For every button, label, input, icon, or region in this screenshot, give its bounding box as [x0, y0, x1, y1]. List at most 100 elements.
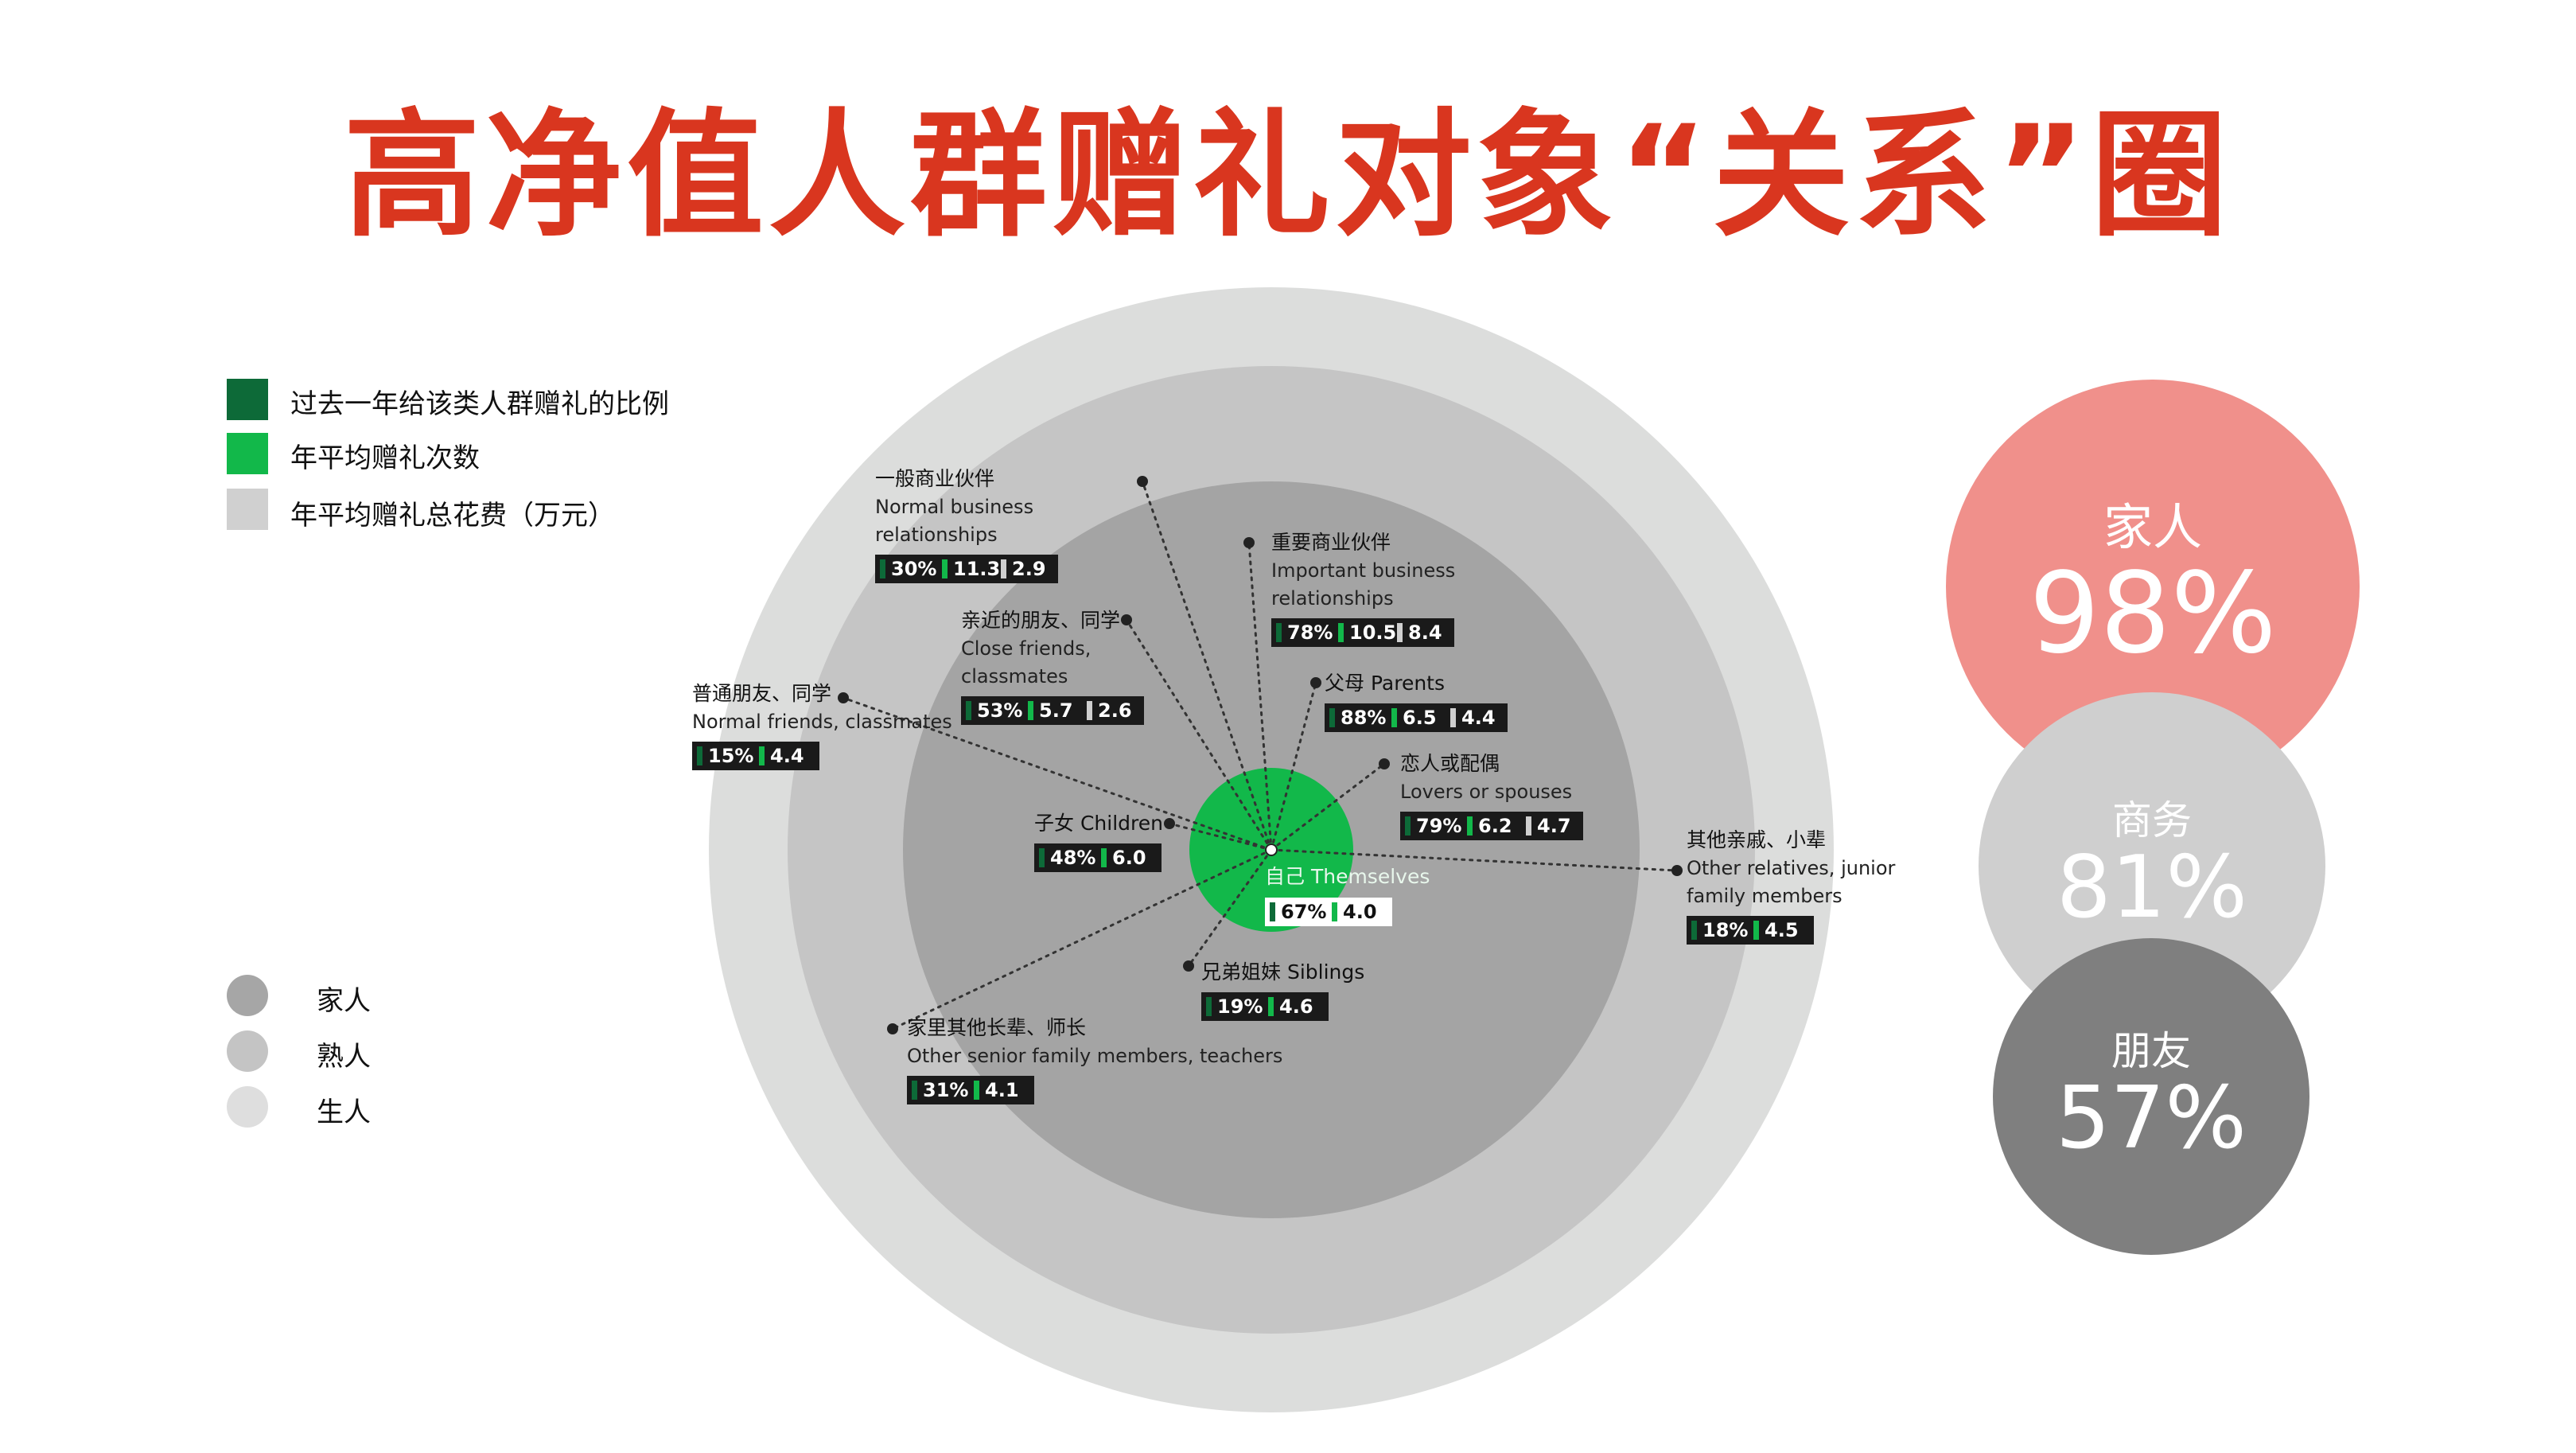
node-dot: [1121, 614, 1132, 625]
badge-swatch: [1028, 701, 1033, 720]
node-badge: 31% 4.1: [907, 1076, 1034, 1104]
legend-swatch-spend: [227, 489, 268, 530]
badge-value: 4.1: [985, 1079, 1019, 1101]
connector-line: [1141, 480, 1273, 851]
connector-line: [1270, 762, 1386, 851]
badge-value: 4.0: [1343, 901, 1377, 923]
badge-value: 4.5: [1765, 919, 1799, 941]
node-label-en: Lovers or spouses: [1400, 781, 1572, 803]
badge-value: 67%: [1281, 901, 1326, 923]
node-dot: [887, 1023, 898, 1034]
badge-swatch: [1332, 902, 1337, 921]
node-label-en: Close friends,: [961, 637, 1091, 660]
node-label-cn: 普通朋友、同学: [692, 682, 831, 705]
badge-value: 78%: [1287, 621, 1333, 644]
center-self-group: 自己 Themselves 67% 4.0: [1265, 865, 1430, 926]
connector-line: [891, 848, 1273, 1030]
badge-swatch: [1338, 623, 1344, 642]
connector-line: [1168, 822, 1273, 851]
node-badge: 19%4.6: [1201, 992, 1329, 1021]
badge-swatch: [1276, 623, 1282, 642]
badge-value: 4.6: [1279, 995, 1313, 1018]
group-value-family: 98%: [2029, 548, 2277, 679]
node-dot: [1310, 677, 1321, 688]
group-value-friends: 57%: [2055, 1068, 2247, 1168]
node-badge: 48% 6.0: [1034, 843, 1162, 872]
badge-bg: [1271, 618, 1454, 647]
badge-swatch: [1270, 902, 1275, 921]
badge-swatch: [1206, 997, 1212, 1016]
badge-value: 53%: [977, 699, 1022, 722]
badge-value: 6.0: [1112, 847, 1146, 869]
node-label-cn: 一般商业伙伴: [875, 467, 994, 490]
node-label-cn: 子女 Children: [1034, 812, 1163, 835]
badge-swatch: [1101, 848, 1107, 867]
badge-value: 2.9: [1012, 558, 1046, 580]
legend-label-ratio: 过去一年给该类人群赠礼的比例: [290, 388, 669, 420]
node-dot: [1137, 476, 1148, 487]
node-label-en: relationships: [875, 524, 998, 546]
node-dot: [838, 692, 849, 703]
badge-value: 4.4: [1461, 707, 1496, 729]
group-label-business: 商务: [2112, 797, 2192, 843]
badge-swatch: [912, 1081, 917, 1100]
legend-label-family: 家人: [317, 985, 371, 1017]
badge-swatch: [1526, 816, 1531, 836]
badge-bg: [1687, 916, 1814, 945]
badge-value: 11.3: [953, 558, 1000, 580]
center-self-badge: 67% 4.0: [1265, 898, 1392, 926]
badge-swatch: [697, 746, 702, 765]
badge-value: 15%: [708, 745, 753, 767]
node-dot: [1671, 865, 1683, 876]
node-label-cn: 父母 Parents: [1325, 672, 1445, 695]
badge-bg: [907, 1076, 1034, 1104]
node-dot: [1164, 818, 1175, 829]
badge-value: 31%: [923, 1079, 968, 1101]
node-label-en: classmates: [961, 665, 1068, 688]
node-label-en: Other relatives, junior: [1687, 857, 1896, 879]
legend-label-spend: 年平均赠礼总花费（万元）: [290, 500, 615, 532]
badge-value: 48%: [1050, 847, 1095, 869]
node-badge: 18% 4.5: [1687, 916, 1814, 945]
badge-bg: [875, 555, 1058, 583]
badge-swatch: [1329, 708, 1335, 727]
badge-swatch: [880, 559, 885, 578]
node-label-en: Normal friends, classmates: [692, 711, 952, 733]
legend-swatch-ratio: [227, 379, 268, 420]
badge-swatch: [974, 1081, 979, 1100]
badge-bg: [1400, 812, 1583, 840]
badge-swatch: [942, 559, 948, 578]
badge-value: 18%: [1702, 919, 1748, 941]
node-label-en: family members: [1687, 885, 1843, 907]
center-dot: [1265, 843, 1278, 856]
badge-bg: [1265, 898, 1392, 926]
badge-swatch: [1001, 559, 1006, 578]
node-dot: [1183, 960, 1194, 972]
badge-swatch: [1405, 816, 1411, 836]
group-label-friends: 朋友: [2111, 1027, 2191, 1074]
badge-swatch: [1691, 921, 1697, 940]
legend-label-acquaintance: 熟人: [317, 1041, 371, 1073]
badge-value: 6.2: [1478, 815, 1512, 837]
legend-label-count: 年平均赠礼次数: [290, 442, 480, 474]
node-group: 子女 Children 48% 6.0: [1034, 812, 1175, 872]
node-label-en: Important business: [1271, 559, 1455, 582]
legend-dot-stranger: [227, 1086, 268, 1128]
badge-swatch: [1467, 816, 1473, 836]
badge-swatch: [1391, 708, 1397, 727]
connector-line: [1270, 681, 1317, 851]
group-value-business: 81%: [2056, 837, 2248, 937]
node-label-cn: 亲近的朋友、同学: [961, 609, 1120, 632]
group-label-family: 家人: [2103, 498, 2202, 557]
node-dot: [1243, 537, 1255, 548]
badge-swatch: [1753, 921, 1759, 940]
badge-bg: [1201, 992, 1329, 1021]
badge-bg: [692, 742, 819, 770]
center-self-label: 自己 Themselves: [1265, 865, 1430, 888]
